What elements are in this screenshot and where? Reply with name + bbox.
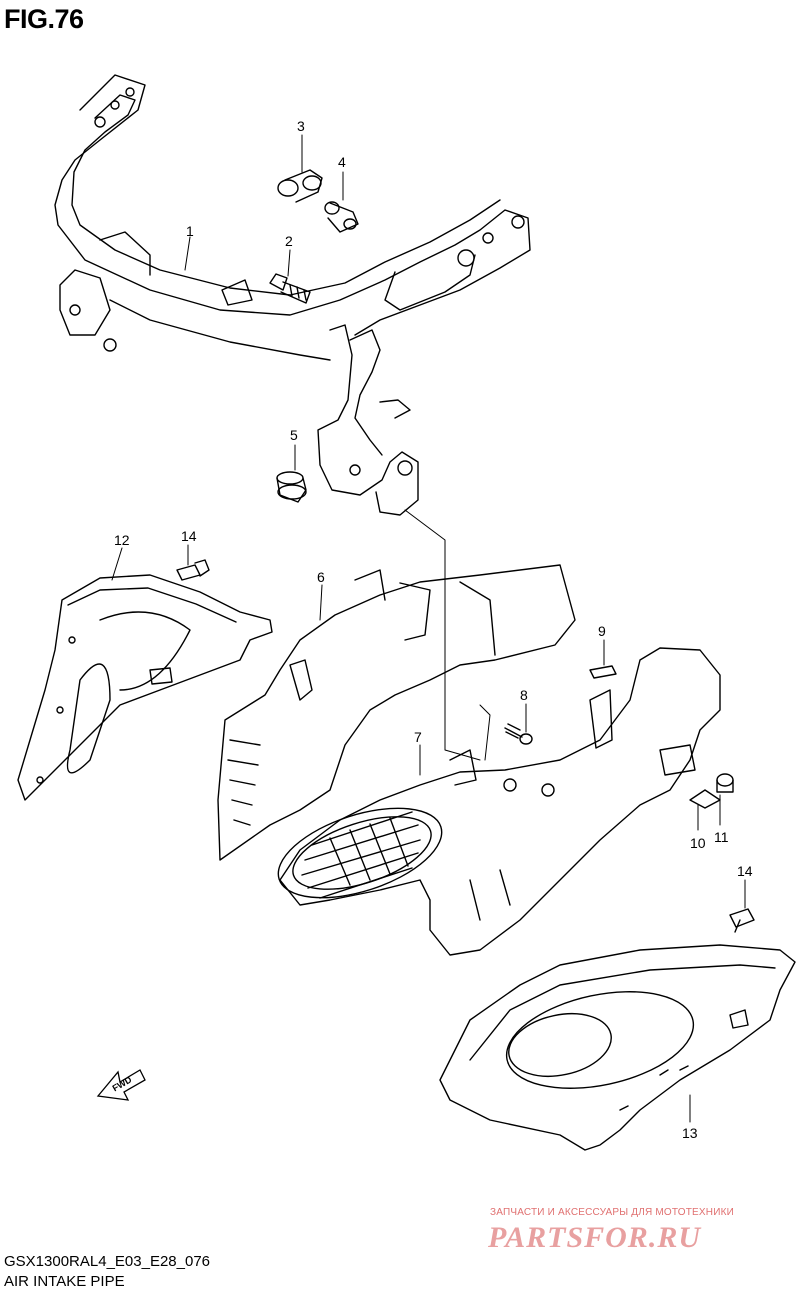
callout-1: 1: [186, 223, 194, 239]
part-7-intake-duct-main: [277, 647, 721, 956]
callout-4: 4: [338, 154, 346, 170]
part-4-collar: [324, 201, 359, 233]
part-3-bushing: [277, 169, 323, 203]
fwd-arrow: FWD: [96, 1069, 146, 1101]
part-11-nut: [716, 773, 734, 793]
part-14-screw-upper: [176, 559, 210, 581]
figure-caption: AIR INTAKE PIPE: [4, 1273, 125, 1290]
callout-14-upper: 14: [181, 528, 197, 544]
part-10-clip: [689, 789, 721, 809]
part-6-duct-left: [217, 564, 576, 861]
part-14-screw-lower: [729, 908, 755, 933]
callout-8: 8: [520, 687, 528, 703]
assembly-line: [404, 509, 481, 761]
callout-11: 11: [714, 829, 729, 845]
callout-9: 9: [598, 623, 606, 639]
leader-6: [319, 584, 323, 621]
part-12-inner-cover-left: [17, 574, 273, 801]
part-8-screw: [504, 723, 533, 745]
callout-13: 13: [682, 1125, 698, 1141]
leader-2: [287, 249, 291, 277]
leader-1: [184, 236, 191, 271]
callout-10: 10: [690, 835, 706, 851]
callout-3: 3: [297, 118, 305, 134]
model-code: GSX1300RAL4_E03_E28_076: [4, 1253, 211, 1270]
callout-14-lower: 14: [737, 863, 753, 879]
part-2-bolt: [269, 273, 311, 304]
part-13-outer-cover-right: [439, 944, 796, 1151]
watermark-logo: PARTSFOR.RU: [488, 1221, 701, 1254]
callout-6: 6: [317, 569, 325, 585]
callout-5: 5: [290, 427, 298, 443]
assembly-line-8: [479, 704, 491, 761]
part-1-frame-bracket: [54, 74, 531, 516]
watermark-slogan: ЗАПЧАСТИ И АКСЕССУАРЫ ДЛЯ МОТОТЕХНИКИ: [490, 1207, 735, 1218]
callout-2: 2: [285, 233, 293, 249]
part-5-grommet: [276, 471, 307, 503]
figure-title: FIG.76: [4, 4, 84, 34]
callout-7: 7: [414, 729, 422, 745]
callout-12: 12: [114, 532, 130, 548]
leader-12: [111, 547, 123, 581]
part-9-clip: [589, 665, 617, 679]
